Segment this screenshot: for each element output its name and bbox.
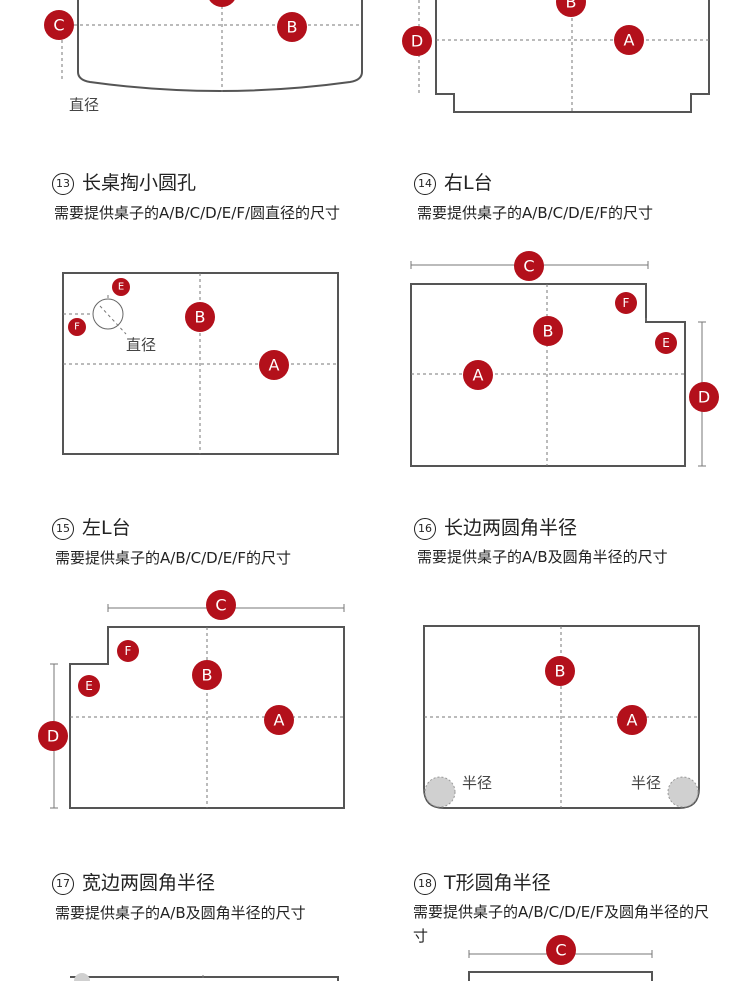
svg-text:D: D: [698, 388, 710, 407]
svg-text:A: A: [274, 711, 285, 730]
marker-f: F: [117, 640, 139, 662]
svg-text:B: B: [287, 18, 298, 37]
svg-text:F: F: [125, 644, 132, 658]
svg-text:B: B: [543, 322, 554, 341]
diagram-12-partial: C A B: [44, 0, 363, 92]
radius-label-right: 半径: [631, 774, 662, 792]
title-text: 左L台: [82, 517, 131, 539]
marker-b: B: [533, 316, 563, 346]
section-desc-14: 需要提供桌子的A/B/C/D/E/F的尺寸: [417, 204, 653, 222]
marker-d: D: [38, 721, 68, 751]
diagram-18-partial: C: [468, 935, 653, 981]
section-title-17: 17 宽边两圆角半径: [52, 868, 215, 895]
marker-e: E: [112, 278, 130, 296]
section-desc-18: 需要提供桌子的A/B/C/D/E/F及圆角半径的尺寸: [413, 903, 709, 945]
marker-c: C: [44, 10, 74, 40]
marker-c: C: [546, 935, 576, 965]
svg-text:E: E: [662, 336, 670, 350]
diagram-15: C F E B A D: [38, 590, 345, 809]
marker-a: A: [259, 350, 289, 380]
marker-a: A: [617, 705, 647, 735]
marker-e: E: [655, 332, 677, 354]
svg-text:D: D: [411, 32, 423, 51]
section-number: 13: [52, 173, 74, 195]
marker-c: C: [206, 590, 236, 620]
section-title-18: 18 T形圆角半径: [414, 868, 551, 895]
title-text: 右L台: [444, 172, 493, 194]
svg-text:B: B: [555, 662, 566, 681]
section-number: 16: [414, 518, 436, 540]
svg-text:A: A: [217, 0, 228, 4]
marker-f: F: [615, 292, 637, 314]
marker-b: B: [556, 0, 586, 17]
title-text: 宽边两圆角半径: [82, 872, 216, 894]
diagram-17-partial: [65, 973, 339, 981]
section-number: 14: [414, 173, 436, 195]
section-number: 18: [414, 873, 436, 895]
section-desc-15: 需要提供桌子的A/B/C/D/E/F的尺寸: [55, 549, 291, 567]
marker-b: B: [545, 656, 575, 686]
diameter-label: 直径: [126, 336, 157, 354]
marker-e: E: [78, 675, 100, 697]
corner-radius-left: [424, 776, 456, 808]
svg-text:B: B: [202, 666, 213, 685]
svg-text:F: F: [623, 296, 630, 310]
svg-text:A: A: [624, 31, 635, 50]
marker-a: A: [264, 705, 294, 735]
marker-d: D: [402, 26, 432, 56]
corner-radius-right: [667, 776, 699, 808]
svg-text:D: D: [47, 727, 59, 746]
svg-text:A: A: [473, 366, 484, 385]
marker-a: A: [209, 0, 235, 7]
svg-text:E: E: [118, 282, 124, 293]
section-title-14: 14 右L台: [414, 168, 493, 195]
section-desc-17: 需要提供桌子的A/B及圆角半径的尺寸: [55, 904, 306, 922]
diagram-14: C F E B A D: [410, 251, 719, 467]
title-text: 长边两圆角半径: [444, 517, 578, 539]
diagram-16: B A: [423, 625, 700, 809]
svg-text:F: F: [74, 322, 80, 333]
marker-b: B: [277, 12, 307, 42]
section-number: 17: [52, 873, 74, 895]
section-title-16: 16 长边两圆角半径: [414, 513, 577, 540]
svg-text:A: A: [627, 711, 638, 730]
marker-a: A: [463, 360, 493, 390]
title-text: T形圆角半径: [444, 872, 551, 894]
marker-b: B: [192, 660, 222, 690]
section-title-15: 15 左L台: [52, 513, 131, 540]
marker-f: F: [68, 318, 86, 336]
section-desc-13: 需要提供桌子的A/B/C/D/E/F/圆直径的尺寸: [54, 204, 341, 222]
section-number: 15: [52, 518, 74, 540]
diagram-13: E F B A: [62, 272, 339, 455]
svg-text:B: B: [566, 0, 577, 12]
radius-label-left: 半径: [462, 774, 493, 792]
svg-text:C: C: [215, 596, 226, 615]
marker-d: D: [689, 382, 719, 412]
marker-b: B: [185, 302, 215, 332]
marker-c: C: [514, 251, 544, 281]
svg-text:C: C: [523, 257, 534, 276]
svg-text:E: E: [85, 679, 93, 693]
diagram-12b-partial: D A B: [402, 0, 710, 113]
svg-text:C: C: [53, 16, 64, 35]
diameter-label: 直径: [69, 96, 100, 114]
title-text: 长桌掏小圆孔: [82, 172, 197, 194]
svg-text:C: C: [555, 941, 566, 960]
section-title-13: 13 长桌掏小圆孔: [52, 168, 196, 195]
svg-text:A: A: [269, 356, 280, 375]
svg-text:B: B: [195, 308, 206, 327]
marker-a: A: [614, 25, 644, 55]
section-desc-16: 需要提供桌子的A/B及圆角半径的尺寸: [417, 548, 668, 566]
